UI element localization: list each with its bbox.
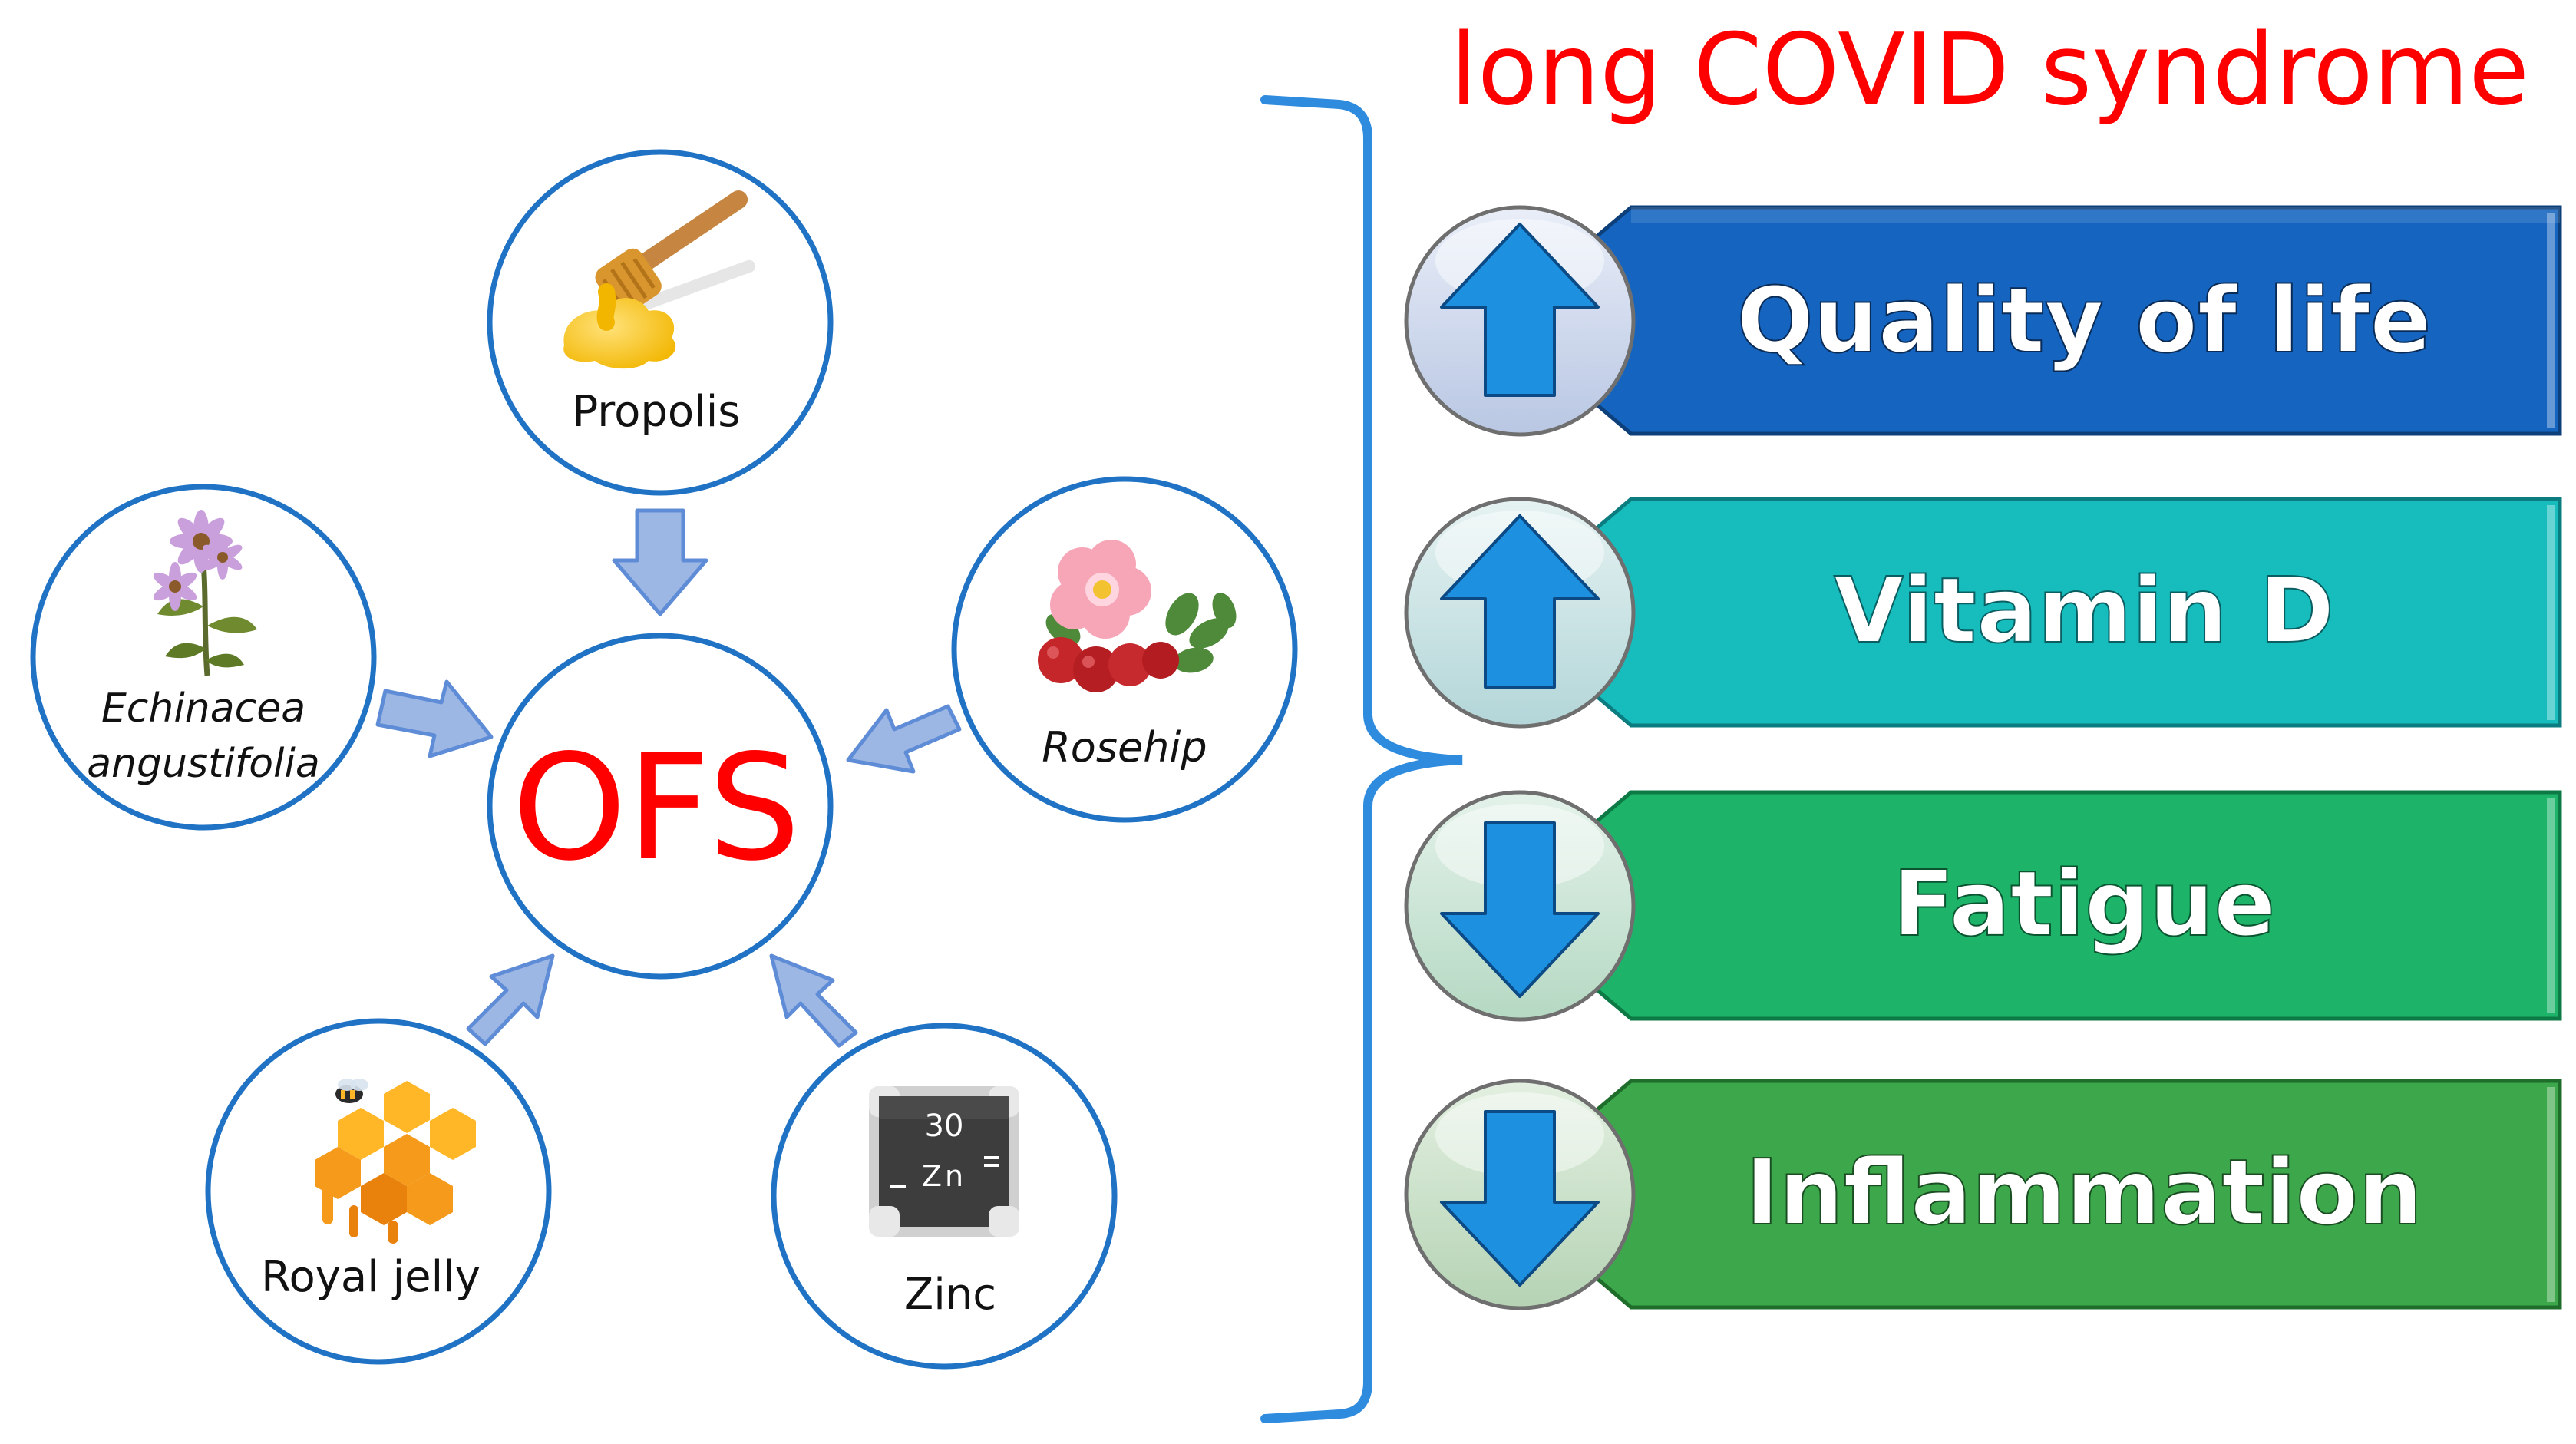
- effect-fatigue: Fatigue: [1404, 790, 2562, 1022]
- honeycomb-icon: [315, 1079, 476, 1244]
- arrow-up-icon: [1404, 497, 1636, 729]
- echinacea-label-line2: angustifolia: [87, 741, 320, 787]
- zinc-label: Zinc: [904, 1270, 996, 1320]
- zinc-atomic-number: 30: [925, 1109, 964, 1144]
- zinc-element-icon: 30 Zn: [869, 1086, 1019, 1237]
- ofs-label: OFS: [512, 723, 801, 893]
- diagram-title: long COVID syndrome: [1450, 13, 2529, 127]
- zinc-element-symbol: Zn: [922, 1159, 966, 1193]
- ingredient-royal-jelly: Royal jelly: [205, 1018, 552, 1365]
- rosehip-icon: [1038, 540, 1237, 692]
- effect-inflammation: Inflammation: [1404, 1079, 2562, 1310]
- arrow-echinacea-to-ofs: [375, 679, 494, 758]
- curly-bracket: [1260, 95, 1463, 1423]
- effect-quality-of-life: Quality of life: [1404, 205, 2562, 437]
- ingredient-rosehip: Rosehip: [951, 476, 1298, 823]
- center-ofs: OFS: [487, 633, 834, 980]
- arrow-propolis-to-ofs: [612, 508, 708, 616]
- effect-label-vitamin-d: Vitamin D: [1834, 557, 2334, 663]
- effect-label-inflammation: Inflammation: [1745, 1139, 2422, 1245]
- arrow-down-icon: [1404, 790, 1636, 1022]
- arrow-royal-jelly-to-ofs: [466, 953, 555, 1046]
- arrow-zinc-to-ofs: [769, 953, 858, 1048]
- effect-label-fatigue: Fatigue: [1893, 851, 2276, 957]
- echinacea-label-line1: Echinacea: [101, 686, 305, 732]
- arrow-rosehip-to-ofs: [846, 704, 962, 774]
- honey-dipper-icon: [563, 190, 756, 369]
- flower-icon: [153, 510, 257, 676]
- ingredient-zinc: 30 Zn Zinc: [771, 1023, 1118, 1370]
- ingredient-propolis: Propolis: [487, 149, 834, 496]
- arrow-down-icon: [1404, 1079, 1636, 1310]
- effect-vitamin-d: Vitamin D: [1404, 497, 2562, 729]
- rosehip-label: Rosehip: [1042, 723, 1207, 772]
- royal-jelly-label: Royal jelly: [261, 1252, 481, 1302]
- ingredient-echinacea: Echinacea angustifolia: [30, 484, 377, 831]
- propolis-label: Propolis: [573, 387, 741, 437]
- arrow-up-icon: [1404, 205, 1636, 437]
- effect-label-quality-of-life: Quality of life: [1737, 267, 2432, 373]
